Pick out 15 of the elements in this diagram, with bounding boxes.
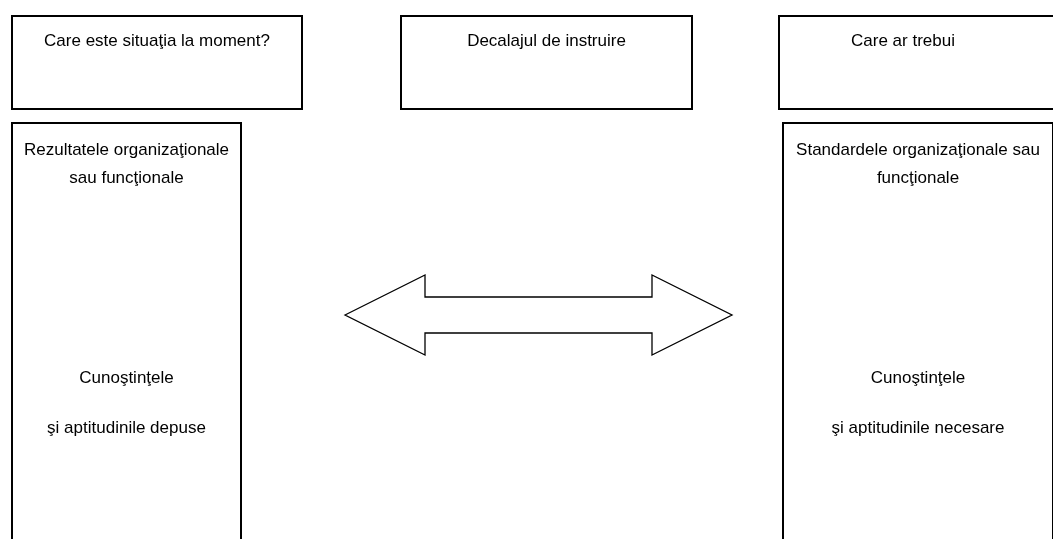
box-text: Care ar trebui: [850, 30, 956, 52]
box-text: Decalajul de instruire: [466, 30, 627, 52]
box-text: Rezultatele organizaţionale sau funcţionale: [23, 139, 230, 189]
box-text: Care este situaţia la moment?: [43, 30, 271, 52]
text-box: [782, 122, 1053, 539]
box-text: şi aptitudinile depuse: [46, 417, 207, 439]
box-text: şi aptitudinile necesare: [830, 417, 1006, 439]
box-text: Cunoştinţele: [78, 367, 175, 389]
box-text: Standardele organizaţionale sau funcţionale: [795, 139, 1041, 189]
text-box: [400, 15, 693, 110]
text-box: [11, 15, 303, 110]
double-block-arrow: [343, 273, 734, 357]
text-box: [11, 122, 242, 539]
box-text: Cunoştinţele: [869, 367, 967, 389]
text-box: [778, 15, 1053, 110]
